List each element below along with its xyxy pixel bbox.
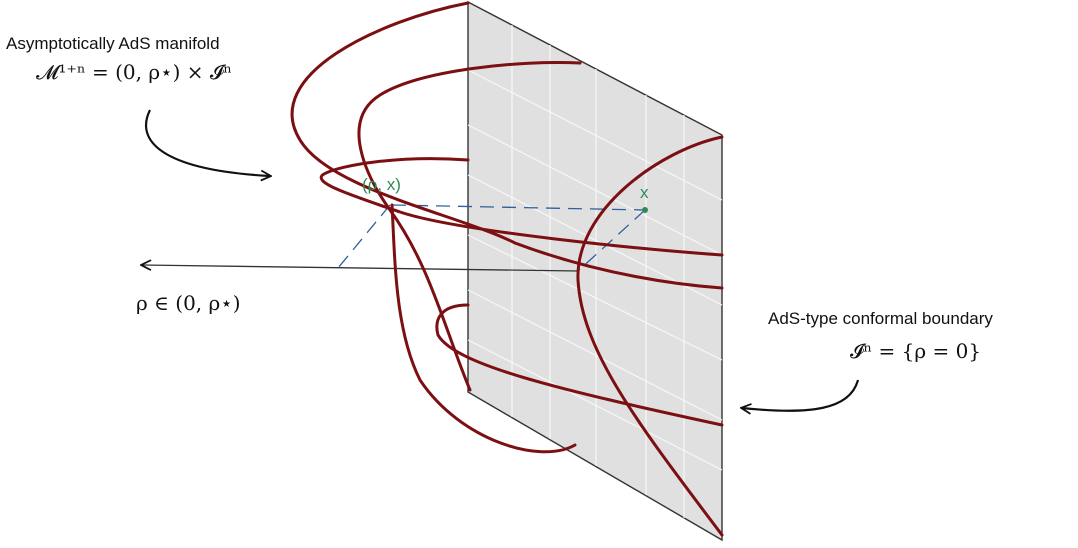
conformal-boundary-plane [467, 0, 723, 542]
boundary-point-x [642, 207, 648, 213]
point-x-label: x [640, 183, 649, 202]
rho-axis-arrow [142, 265, 579, 272]
manifold-curves [290, 1, 724, 537]
point-rho-x-label: (ρ, x) [362, 175, 401, 194]
rho-range-label: ρ ∈ (0, ρ⋆) [136, 291, 241, 315]
manifold-label-title: Asymptotically AdS manifold [6, 34, 220, 53]
manifold-label-formula: 𝓜¹⁺ⁿ = (0, ρ⋆) × 𝓘ⁿ [36, 60, 233, 84]
boundary-label-formula: 𝓘ⁿ = {ρ = 0} [850, 339, 982, 363]
boundary-label-title: AdS-type conformal boundary [768, 309, 993, 328]
boundary-pointer-arrow [742, 379, 860, 411]
manifold-pointer-arrow [145, 109, 270, 176]
